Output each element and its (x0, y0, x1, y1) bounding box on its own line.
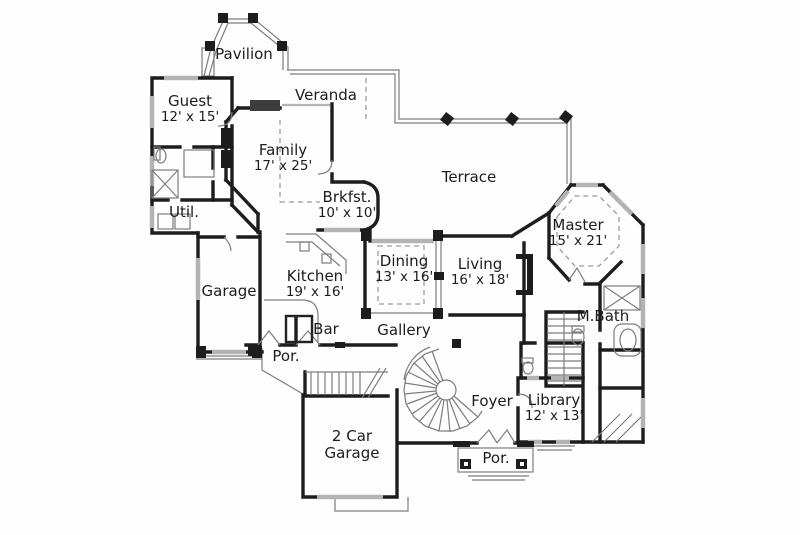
room-label-bar: Bar (313, 320, 339, 338)
fireplace (250, 100, 280, 111)
bar-island (284, 314, 314, 344)
column-posts (196, 13, 574, 469)
room-label-terrace: Terrace (441, 168, 497, 186)
room-label-util: Util. (169, 203, 199, 221)
room-label-pavilion: Pavilion (215, 45, 273, 63)
dashed-ceiling-lines (279, 78, 620, 305)
room-label-foyer: Foyer (471, 392, 513, 410)
spiral-staircase (403, 348, 483, 433)
room-label-garage: Garage (201, 282, 257, 300)
garage-stairs (305, 367, 388, 399)
post-dots (464, 462, 524, 466)
door-swings (217, 111, 586, 444)
window-segments (149, 75, 646, 500)
room-label-brkfst: Brkfst.10' x 10' (317, 188, 377, 221)
back-stairs (547, 312, 582, 386)
room-label-porch-front: Por. (482, 449, 510, 467)
room-label-mbath: M.Bath (576, 307, 630, 325)
front-porch (457, 445, 575, 481)
fixtures (151, 146, 642, 443)
room-label-2car-garage: 2 Car Garage (324, 427, 380, 462)
room-label-porch-left: Por. (272, 347, 300, 365)
room-label-gallery: Gallery (377, 321, 431, 339)
room-label-veranda: Veranda (295, 86, 357, 104)
open-structure-lines (196, 18, 572, 512)
